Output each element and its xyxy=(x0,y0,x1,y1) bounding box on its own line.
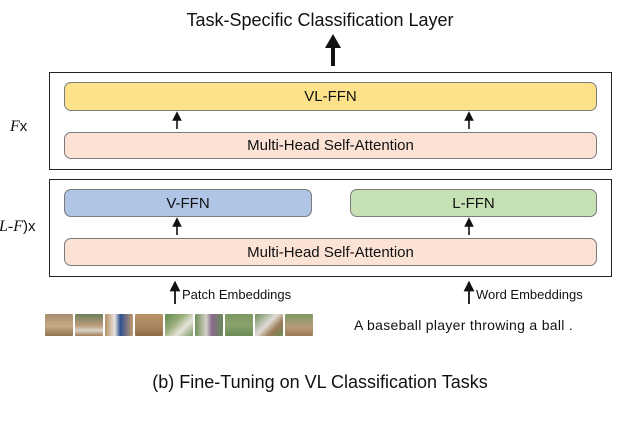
classification-layer-title: Task-Specific Classification Layer xyxy=(186,10,454,30)
word-embeddings-label: Word Embeddings xyxy=(476,287,583,302)
figure-caption: (b) Fine-Tuning on VL Classification Tas… xyxy=(152,372,488,392)
image-patch xyxy=(225,314,253,336)
vl-ffn-module: VL-FFN xyxy=(64,82,597,111)
upper-repeat-var: F xyxy=(10,118,20,135)
image-patch xyxy=(105,314,133,336)
l-ffn-label: L-FFN xyxy=(452,194,495,212)
image-patch xyxy=(45,314,73,336)
upper-repeat-label: Fx xyxy=(10,118,27,136)
input-sentence: A baseball player throwing a ball . xyxy=(354,317,574,333)
image-patch xyxy=(75,314,103,336)
patch-embeddings-label: Patch Embeddings xyxy=(182,287,292,302)
lower-attention-label: Multi-Head Self-Attention xyxy=(247,243,414,261)
image-patch xyxy=(165,314,193,336)
vl-ffn-label: VL-FFN xyxy=(304,88,357,105)
image-patch xyxy=(135,314,163,336)
image-patch-strip xyxy=(45,314,313,338)
upper-repeat-suffix: x xyxy=(19,118,28,135)
image-patch xyxy=(195,314,223,336)
v-ffn-module: V-FFN xyxy=(64,189,312,217)
upper-attention-label: Multi-Head Self-Attention xyxy=(247,137,414,154)
image-patch xyxy=(255,314,283,336)
v-ffn-label: V-FFN xyxy=(166,194,210,212)
output-arrow-icon xyxy=(325,34,341,66)
l-ffn-module: L-FFN xyxy=(350,189,597,217)
lower-attention-module: Multi-Head Self-Attention xyxy=(64,238,597,266)
lower-repeat-suffix: )x xyxy=(23,218,36,235)
upper-attention-module: Multi-Head Self-Attention xyxy=(64,132,597,159)
lower-repeat-var: L-F xyxy=(0,218,23,235)
image-patch xyxy=(285,314,313,336)
lower-repeat-label: (L-F)x xyxy=(0,218,36,236)
